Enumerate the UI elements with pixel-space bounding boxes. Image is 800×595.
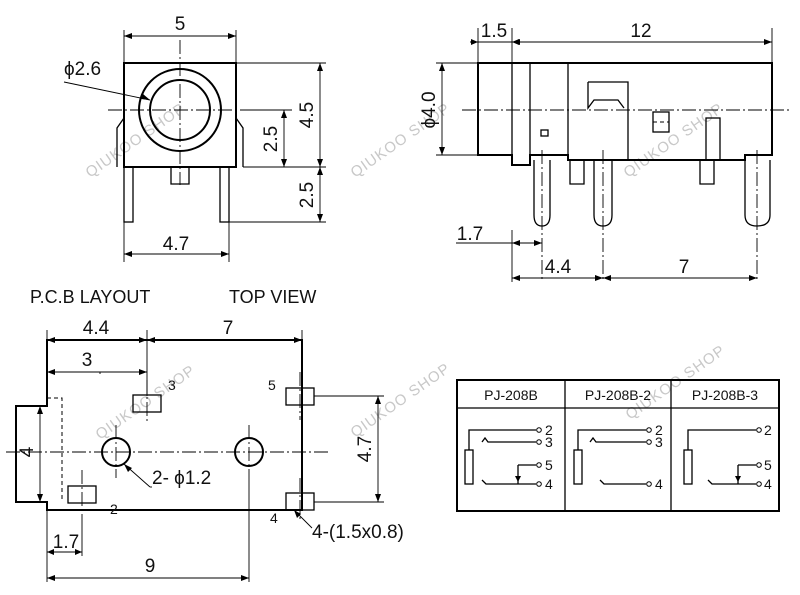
col1-pin-4: 4 [545,476,553,492]
pcb-hole-note: 2- ϕ1.2 [152,468,211,489]
pad-label-4: 4 [270,510,278,526]
left-tab [116,117,125,167]
dim-pin-length: 2.5 [297,182,318,208]
dim-front-offset: 1.5 [481,21,507,42]
watermark-1: QIUKOO SHOP [83,100,189,181]
pad-label-5: 5 [268,377,276,393]
side-view: 1.5 12 ϕ4.0 1.7 4.4 7 [419,21,790,282]
pcb-dim-9: 9 [145,556,156,577]
pcb-title: P.C.B LAYOUT [30,287,150,307]
front-view: 5 ϕ2.6 4.5 2.5 2.5 4.7 [63,14,326,262]
col3-pin-4: 4 [764,476,772,492]
schematic-table: PJ-208B PJ-208B-2 PJ-208B-3 2 3 5 4 [456,379,780,512]
side-pin-3 [744,160,771,227]
pcb-dim-1-7: 1.7 [53,532,79,553]
watermark-3: QIUKOO SHOP [621,100,727,181]
dim-pin-pitch: 7 [679,257,690,278]
pcb-dim-3: 3 [82,350,93,371]
col2-pin-3: 3 [655,434,663,450]
col1-pin-2: 2 [545,422,553,438]
front-pin-right [219,166,230,223]
table-header-2: PJ-208B-2 [585,387,651,403]
dim-pin-offset: 1.7 [457,224,483,245]
col2-pin-2: 2 [655,422,663,438]
pcb-dim-4-4: 4.4 [83,318,110,339]
table-header-3: PJ-208B-3 [692,387,758,403]
watermark-4: QIUKOO SHOP [93,362,199,443]
front-pin-left [123,166,134,223]
dim-pin-gap: 4.4 [545,257,572,278]
schematic-pj-208b-2: 2 3 4 [573,422,663,492]
col1-pin-3: 3 [545,434,553,450]
pcb-subtitle: TOP VIEW [229,287,316,307]
pad-label-3: 3 [168,377,176,393]
dim-hole: ϕ2.6 [64,59,101,80]
dim-center: 2.5 [261,126,282,152]
side-body [477,62,773,166]
dim-diameter: ϕ4.0 [419,91,440,128]
pcb-dim-7: 7 [223,318,234,339]
dim-height: 4.5 [297,102,318,128]
pad-label-2: 2 [110,501,118,517]
table-frame [456,379,780,512]
dim-pin-span: 4.7 [163,234,189,255]
col3-pin-2: 2 [764,422,772,438]
pcb-layout: P.C.B LAYOUT TOP VIEW 3 5 2 4 4.4 [6,287,404,582]
col2-pin-4: 4 [655,476,663,492]
schematic-pj-208b-3: 2 5 4 [683,422,772,492]
watermark-5: QIUKOO SHOP [348,360,454,441]
schematic-pj-208b: 2 3 5 4 [464,422,553,492]
contact-outline [588,81,629,160]
col1-pin-5: 5 [545,457,553,473]
right-tab [235,117,244,167]
dim-length: 12 [630,21,651,42]
col3-pin-5: 5 [764,457,772,473]
dim-width: 5 [175,14,186,35]
pcb-dim-4-7: 4.7 [355,436,376,462]
front-pin-center [170,167,190,185]
watermark-6: QIUKOO SHOP [623,342,729,423]
table-header-1: PJ-208B [484,387,538,403]
pcb-dim-4: 4 [17,446,38,457]
pcb-pad-note: 4-(1.5x0.8) [312,522,404,543]
